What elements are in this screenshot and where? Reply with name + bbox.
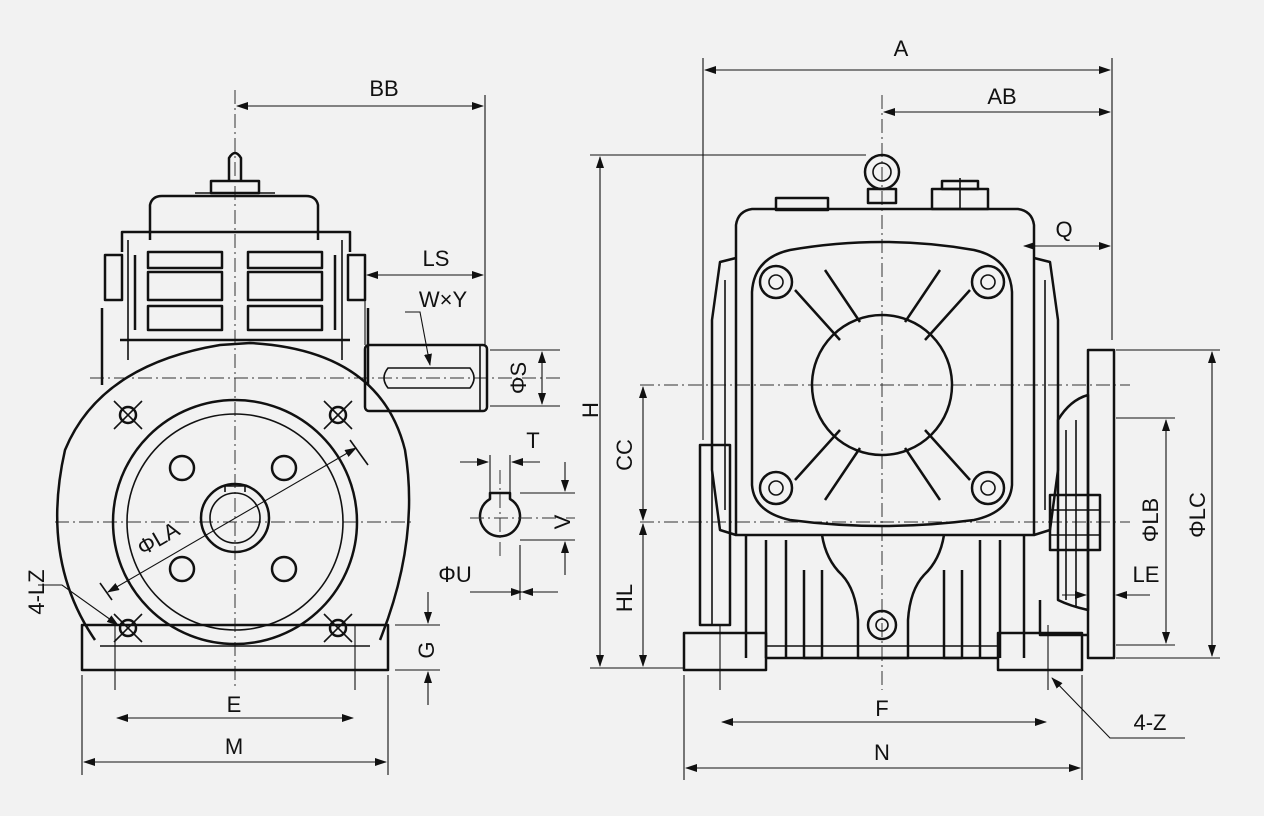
- dimension-labels: BB LS W×Y ΦS T V ΦU ΦLA 4-LZ G E M A AB …: [24, 36, 1210, 765]
- label-bb: BB: [369, 76, 398, 101]
- label-phi-lc: ΦLC: [1185, 492, 1210, 538]
- label-phi-s: ΦS: [506, 362, 531, 394]
- label-cc: CC: [612, 439, 637, 471]
- flange-bolt-hole: [270, 555, 298, 583]
- housing-lower: [744, 535, 1026, 658]
- label-le: LE: [1133, 562, 1160, 587]
- cooling-fins: [127, 240, 343, 360]
- drain-plug: [866, 609, 898, 641]
- label-q: Q: [1055, 217, 1072, 242]
- flange-bolt-hole: [270, 454, 298, 482]
- cover-bolts: [758, 264, 1006, 506]
- label-e: E: [227, 692, 242, 717]
- label-t: T: [526, 428, 539, 453]
- front-view: [640, 95, 1130, 690]
- gearbox-housing-front: [734, 207, 1036, 537]
- label-h: H: [578, 402, 603, 418]
- label-4-z: 4-Z: [1134, 710, 1167, 735]
- base-plate: [80, 623, 390, 672]
- label-phi-u: ΦU: [438, 562, 471, 587]
- dimensions-right: [590, 58, 1220, 780]
- label-ab: AB: [987, 84, 1016, 109]
- label-n: N: [874, 740, 890, 765]
- flange-bolt-hole: [168, 555, 196, 583]
- label-m: M: [225, 734, 243, 759]
- label-v: V: [550, 514, 575, 529]
- label-ls: LS: [423, 246, 450, 271]
- side-view: [55, 90, 575, 690]
- lifting-eye-bolt: [863, 153, 901, 205]
- shaft-key-section: [478, 491, 522, 538]
- worm-wheel-bearing-cover: [810, 313, 954, 457]
- gearbox-housing: [148, 194, 320, 240]
- label-g: G: [414, 641, 439, 658]
- front-base-plate: [682, 631, 768, 672]
- flange-bolt-hole: [168, 454, 196, 482]
- label-phi-lb: ΦLB: [1138, 498, 1163, 542]
- label-4-lz: 4-LZ: [24, 569, 49, 614]
- label-phi-la: ΦLA: [133, 516, 184, 560]
- cover-plate: [750, 240, 1014, 528]
- motor-body: [55, 341, 411, 641]
- label-wxy: W×Y: [419, 287, 468, 312]
- input-shaft-tip: [227, 151, 243, 182]
- label-hl: HL: [612, 584, 637, 612]
- motor-flange-side: [1038, 348, 1116, 660]
- label-a: A: [894, 36, 909, 61]
- breather-plug: [930, 178, 990, 211]
- flange-fixing-holes: [113, 400, 353, 643]
- dimensions-left: [38, 95, 575, 775]
- shaft-keyway: [383, 367, 475, 389]
- label-f: F: [875, 696, 888, 721]
